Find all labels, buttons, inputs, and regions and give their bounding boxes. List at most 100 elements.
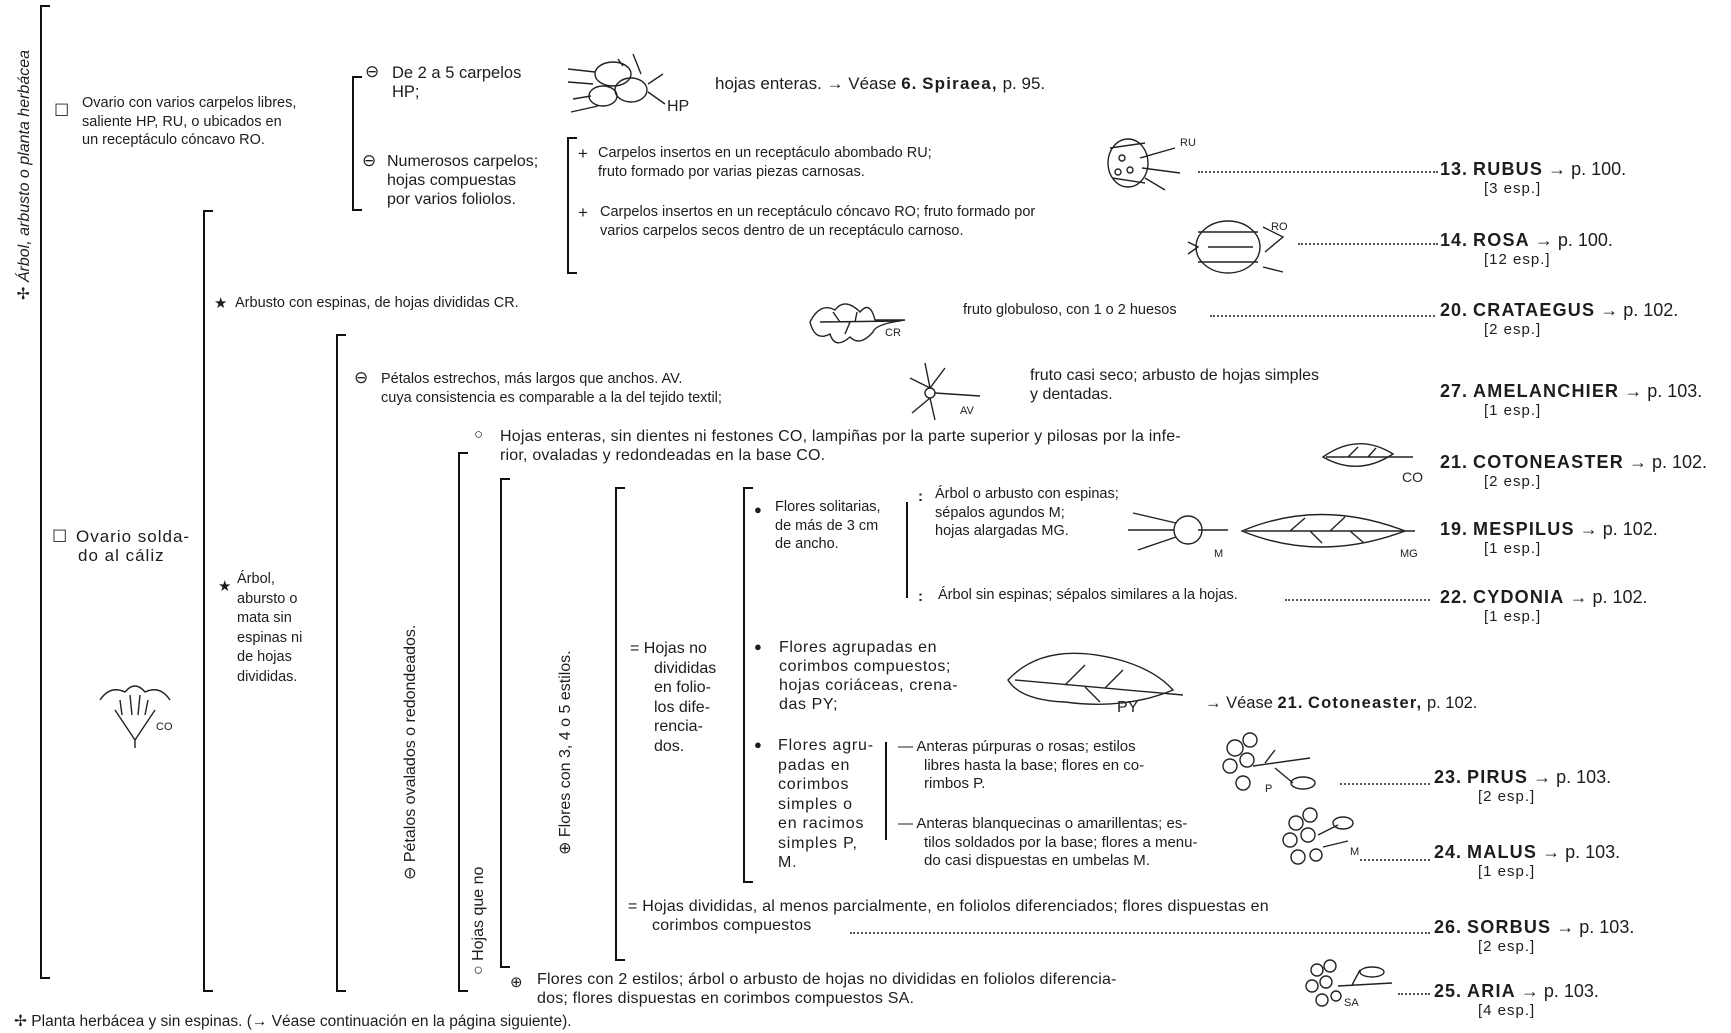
bracket-3-5-estilos bbox=[615, 487, 625, 961]
bullet-icon: ● bbox=[754, 737, 762, 752]
square-icon: ☐ bbox=[52, 527, 67, 547]
rubus-receptacle-figure: RU bbox=[1100, 128, 1200, 203]
result-malus: 24. MALUS → p. 103. [1 esp.] bbox=[1434, 843, 1620, 881]
sa-label: SA bbox=[1344, 997, 1359, 1009]
result-pirus: 23. PIRUS → p. 103. [2 esp.] bbox=[1434, 768, 1611, 806]
result-cydonia: 22. CYDONIA → p. 102. [1 esp.] bbox=[1440, 588, 1648, 626]
bracket-sin-espinas bbox=[336, 334, 346, 992]
circle-plus-icon: ⊕ bbox=[557, 837, 574, 855]
ru-label: RU bbox=[1180, 137, 1196, 149]
circle-icon: ○ bbox=[474, 426, 483, 443]
bracket-numerosos bbox=[567, 137, 577, 274]
cydonia-desc: Árbol sin espinas; sépalos similares a l… bbox=[938, 586, 1238, 605]
bullet-icon: ● bbox=[754, 502, 762, 517]
flores-2-estilos-text: Flores con 2 estilos; árbol o arbusto de… bbox=[537, 970, 1117, 1008]
ovario-carpelos-text: Ovario con varios carpelos libres,salien… bbox=[82, 94, 296, 150]
circle-minus-icon: ⊖ bbox=[354, 368, 368, 388]
leader-aria bbox=[1398, 993, 1430, 995]
p-label: P bbox=[1265, 783, 1272, 795]
ro-label: RO bbox=[1271, 221, 1288, 233]
arbusto-espinas-text: Arbusto con espinas, de hojas divididas … bbox=[235, 294, 519, 313]
footer-note: ✢ Planta herbácea y sin espinas. (→ Véas… bbox=[14, 1012, 572, 1031]
result-sorbus: 26. SORBUS → p. 103. [2 esp.] bbox=[1434, 918, 1634, 956]
plus-cross-icon: ✢ bbox=[14, 1013, 31, 1030]
bracket-anteras bbox=[885, 742, 887, 840]
co-flower-label: CO bbox=[156, 721, 173, 733]
hojas-que-no-label: ○ Hojas que no bbox=[470, 867, 488, 975]
bracket-petalos bbox=[458, 452, 468, 992]
leader-crataegus bbox=[1210, 315, 1435, 317]
cotoneaster-leaf-figure: CO bbox=[1318, 432, 1428, 487]
result-crataegus: 20. CRATAEGUS → p. 102. [2 esp.] bbox=[1440, 301, 1678, 339]
mespilus-sepals-figure: M bbox=[1128, 505, 1228, 565]
pyracantha-leaf-figure: PY bbox=[1005, 640, 1190, 715]
bracket-ovario-soldado bbox=[203, 210, 213, 992]
hojas-divididas-text: = Hojas divididas, al menos parcialmente… bbox=[628, 897, 1269, 935]
result-mespilus: 19. MESPILUS → p. 102. [1 esp.] bbox=[1440, 520, 1658, 558]
cotoneaster-flower-figure: CO bbox=[90, 680, 180, 750]
circle-minus-icon: ⊖ bbox=[402, 862, 419, 880]
cr-label: CR bbox=[885, 327, 901, 339]
circle-minus-icon: ⊖ bbox=[362, 151, 376, 171]
result-rubus: 13. RUBUS → p. 100. [3 esp.] bbox=[1440, 160, 1626, 198]
spiraea-result: hojas enteras. → Véase 6. Spiraea, p. 95… bbox=[715, 74, 1045, 93]
mg-label: MG bbox=[1400, 548, 1418, 560]
leader-pirus bbox=[1340, 783, 1430, 785]
circle-plus-icon: ⊕ bbox=[510, 973, 523, 991]
star-icon: ★ bbox=[218, 577, 231, 595]
main-side-label: ✢ Árbol, arbusto o planta herbácea bbox=[14, 50, 34, 300]
bracket-no-divididas bbox=[743, 487, 753, 883]
leader-sorbus bbox=[850, 932, 1430, 934]
colon-icon: : bbox=[918, 588, 923, 605]
cotoneaster-ref: → Véase 21. Cotoneaster, p. 102. bbox=[1205, 694, 1477, 713]
pirus-corymb-figure: P bbox=[1215, 728, 1320, 798]
amelanchier-flower-figure: AV bbox=[900, 358, 990, 428]
bracket-apocarpo bbox=[352, 76, 362, 211]
square-icon: ☐ bbox=[54, 101, 69, 121]
leader-cydonia bbox=[1285, 599, 1430, 601]
receptaculo-concavo-text: Carpelos insertos en un receptáculo cónc… bbox=[600, 203, 1035, 240]
equals-icon: = bbox=[628, 898, 642, 915]
petalos-estrechos-text: Pétalos estrechos, más largos que anchos… bbox=[381, 370, 722, 407]
petalos-label: ⊖ Pétalos ovalados o redondeados. bbox=[400, 625, 420, 880]
av-label: AV bbox=[960, 405, 975, 417]
spiraea-carpels-figure: HP bbox=[563, 44, 693, 124]
result-cotoneaster: 21. COTONEASTER → p. 102. [2 esp.] bbox=[1440, 453, 1707, 491]
mespilus-leaf-figure: MG bbox=[1240, 503, 1425, 563]
result-rosa: 14. ROSA → p. 100. [12 esp.] bbox=[1440, 231, 1613, 269]
plus-icon: + bbox=[578, 144, 588, 164]
circle-icon: ○ bbox=[470, 961, 487, 975]
bracket-solitarias bbox=[906, 502, 908, 598]
rosa-receptacle-figure: RO bbox=[1183, 212, 1293, 287]
circle-minus-icon: ⊖ bbox=[365, 62, 379, 82]
hp-label: HP bbox=[667, 98, 689, 115]
hojas-enteras-text: Hojas enteras, sin dientes ni festones C… bbox=[500, 427, 1181, 465]
plus-icon: + bbox=[578, 203, 588, 223]
m-malus-label: M bbox=[1350, 846, 1359, 858]
star-icon: ★ bbox=[214, 294, 227, 312]
main-bracket bbox=[40, 5, 50, 979]
crataegus-leaf-figure: CR bbox=[805, 292, 915, 352]
crataegus-desc: fruto globuloso, con 1 o 2 huesos bbox=[963, 301, 1177, 320]
ovario-soldado-text: Ovario solda-do al cáliz bbox=[76, 527, 190, 565]
malus-umbel-figure: M bbox=[1278, 805, 1363, 885]
plus-cross-icon: ✢ bbox=[16, 282, 33, 300]
m-label: M bbox=[1214, 548, 1223, 560]
equals-icon: = bbox=[630, 640, 644, 657]
anteras-purpuras-text: — Anteras púrpuras o rosas; estilos libr… bbox=[898, 738, 1144, 794]
leader-rubus bbox=[1198, 171, 1438, 173]
result-aria: 25. ARIA → p. 103. [4 esp.] bbox=[1434, 982, 1599, 1020]
leader-rosa bbox=[1298, 243, 1438, 245]
py-label: PY bbox=[1117, 699, 1139, 716]
anteras-blanquecinas-text: — Anteras blanquecinas o amarillentas; e… bbox=[898, 815, 1197, 871]
bracket-hojas-que-no bbox=[500, 478, 510, 968]
result-amelanchier: 27. AMELANCHIER → p. 103. [1 esp.] bbox=[1440, 382, 1702, 420]
flores-estilos-label: ⊕ Flores con 3, 4 o 5 estilos. bbox=[555, 650, 575, 855]
bullet-icon: ● bbox=[754, 639, 762, 654]
receptaculo-abombado-text: Carpelos insertos en un receptáculo abom… bbox=[598, 144, 932, 181]
